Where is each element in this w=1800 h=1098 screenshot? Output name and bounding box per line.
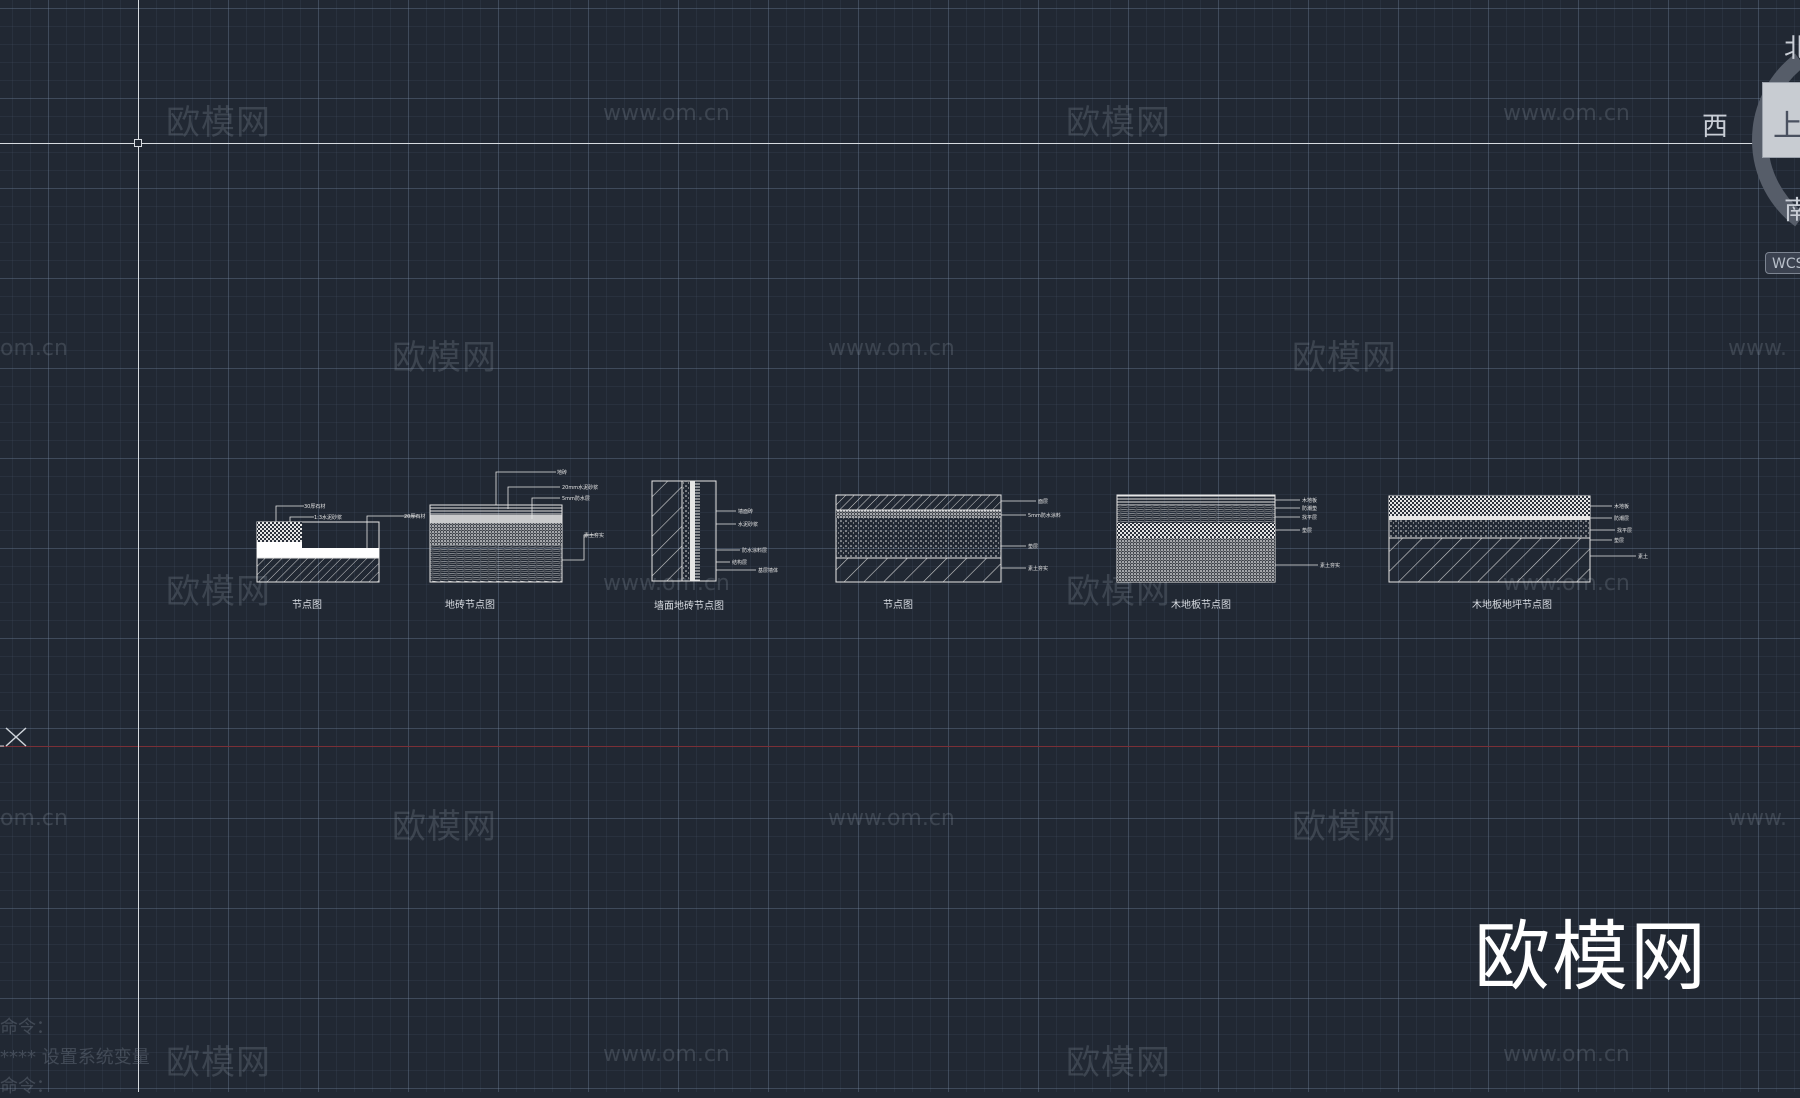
callout: 1:3水泥砂浆: [314, 514, 342, 521]
callout: 防潮垫: [1302, 505, 1317, 512]
callout: 垫层: [1028, 543, 1038, 550]
watermark-url: www.om.cn: [828, 336, 955, 361]
compass-ring-icon: [1752, 53, 1800, 227]
callout: 木地板: [1302, 497, 1317, 504]
callout: 垫层: [1302, 527, 1312, 534]
watermark-brand: 欧模网: [166, 1043, 271, 1083]
callout-labels: 30厚石材 1:3水泥砂浆 20厚石材 地砖 20mm水泥砂浆 5mm防水层 素…: [304, 469, 1648, 574]
watermark-url: www.om.cn: [828, 806, 955, 831]
detail-drawing: [835, 494, 1036, 583]
callout: 垫层: [1614, 537, 1624, 544]
command-history-line: 命令：: [0, 1076, 54, 1097]
callout: 素土夯实: [1320, 562, 1340, 569]
callout: 面层: [1038, 499, 1048, 505]
watermark-url: www.: [1728, 806, 1787, 831]
drawing-caption: 节点图: [292, 600, 322, 611]
callout: 木地板: [1614, 503, 1629, 510]
callout: 结构层: [732, 559, 747, 566]
callout: 找平层: [1617, 527, 1632, 534]
compass-south-label[interactable]: 南: [1784, 196, 1800, 226]
command-history-line: 命令：: [0, 1017, 54, 1038]
compass-west-label[interactable]: 西: [1702, 112, 1729, 142]
watermark-brand: 欧模网: [392, 807, 497, 847]
watermark-brand: 欧模网: [166, 103, 271, 143]
callout: 素土夯实: [1028, 565, 1048, 572]
x-axis-line: [0, 746, 1800, 747]
brand-logo: 欧模网: [1474, 912, 1708, 1001]
viewcube-face-label: 上: [1773, 109, 1800, 144]
drawing-caption: 木地板节点图: [1171, 600, 1231, 611]
detail-drawing: [651, 480, 756, 582]
detail-drawing: [1116, 494, 1318, 583]
callout: 20厚石材: [404, 513, 425, 520]
command-history-line: **** 设置系统变量: [0, 1047, 150, 1068]
watermark-brand: 欧模网: [1066, 103, 1171, 143]
watermark-brand: 欧模网: [1292, 807, 1397, 847]
detail-drawing: [1388, 495, 1636, 583]
ucs-icon: [0, 727, 27, 747]
watermark-url: om.cn: [0, 806, 68, 831]
callout: 基层墙体: [758, 567, 778, 574]
callout: 素土夯实: [584, 532, 604, 539]
watermark-brand: 欧模网: [1066, 1043, 1171, 1083]
viewcube-top-face[interactable]: 上: [1762, 82, 1800, 158]
callout: 墙面砖: [738, 508, 753, 515]
watermark-url: www.: [1728, 336, 1787, 361]
detail-drawing: [429, 471, 596, 583]
crosshair-pickbox[interactable]: [134, 139, 142, 147]
callout: 防水涂料层: [742, 547, 767, 554]
crosshair-horizontal: [0, 143, 1800, 144]
watermark-url: www.om.cn: [1503, 101, 1630, 126]
callout: 30厚石材: [304, 503, 325, 510]
callout: 找平层: [1302, 514, 1317, 521]
callout: 水泥砂浆: [738, 521, 758, 528]
wcs-menu-button[interactable]: WCS: [1765, 252, 1800, 274]
callout: 5mm防水层: [562, 495, 590, 502]
crosshair-vertical: [138, 0, 139, 1092]
watermark-brand: 欧模网: [392, 338, 497, 378]
drawing-caption: 节点图: [883, 600, 913, 611]
watermark-url: www.om.cn: [603, 1042, 730, 1067]
watermark-brand: 欧模网: [166, 572, 271, 612]
compass-north-label[interactable]: 北: [1784, 34, 1800, 64]
callout: 5mm防水涂料: [1028, 512, 1061, 519]
watermark-url: www.om.cn: [603, 101, 730, 126]
drawing-caption: 地砖节点图: [445, 600, 495, 611]
drawing-caption: 墙面地砖节点图: [654, 601, 724, 612]
callout: 20mm水泥砂浆: [562, 484, 598, 491]
viewcube[interactable]: 北 西 南 上: [1700, 20, 1800, 280]
detail-drawing: [256, 505, 420, 583]
watermark-brand: 欧模网: [1292, 338, 1397, 378]
callout: 素土: [1638, 553, 1648, 560]
callout: 防潮层: [1614, 515, 1629, 522]
drawing-caption: 木地板地坪节点图: [1472, 600, 1552, 611]
callout: 地砖: [557, 469, 567, 476]
watermark-url: om.cn: [0, 336, 68, 361]
watermark-url: www.om.cn: [1503, 1042, 1630, 1067]
